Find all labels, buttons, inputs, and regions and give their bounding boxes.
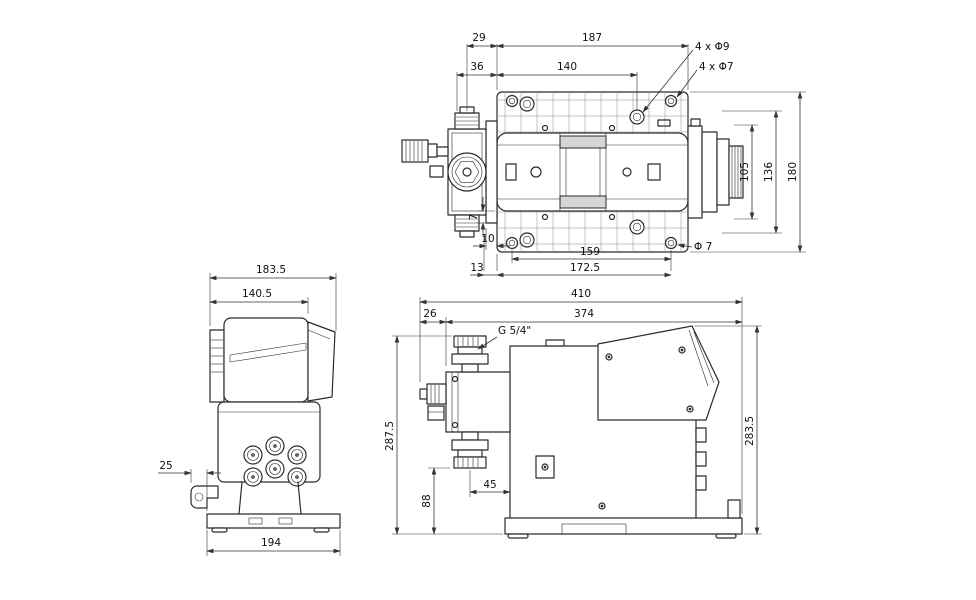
dim-label-136: 136 <box>763 162 775 182</box>
callout-label-4x-phi7: 4 x Φ7 <box>699 61 734 73</box>
dim-label-180: 180 <box>787 162 799 182</box>
dim-183-5: 183.5 <box>209 264 337 331</box>
dim-172-5: 172.5 <box>496 262 672 278</box>
mounting-holes <box>505 94 678 250</box>
dim-187: 187 <box>496 32 689 90</box>
gland-front <box>209 329 225 403</box>
dim-label-26: 26 <box>423 308 437 320</box>
dim-label-140: 140 <box>557 61 577 73</box>
base-side <box>504 499 743 539</box>
front-view: 183.5 140.5 25 194 <box>158 264 341 556</box>
dim-7: 7 <box>468 197 495 237</box>
dim-29: 29 <box>466 32 498 111</box>
dim-180: 180 <box>690 91 806 253</box>
dim-105: 105 <box>734 124 758 220</box>
dim-label-140-5: 140.5 <box>242 288 272 300</box>
callout-label-thread: G 5/4" <box>498 325 531 337</box>
dim-25: 25 <box>158 460 221 511</box>
dim-label-410: 410 <box>571 288 591 300</box>
dim-label-10: 10 <box>481 233 494 245</box>
pump-body-front <box>217 401 321 487</box>
dim-13: 13 <box>470 236 498 278</box>
top-view: 29 187 36 140 4 x Φ9 4 x Φ7 <box>401 32 806 278</box>
dim-136: 136 <box>722 110 782 234</box>
dim-label-287-5: 287.5 <box>384 421 396 451</box>
dim-label-7: 7 <box>468 214 480 221</box>
dim-45: 45 <box>469 434 511 497</box>
dim-label-194: 194 <box>261 537 281 549</box>
dim-label-187: 187 <box>582 32 602 44</box>
wall-bracket-front <box>190 485 219 509</box>
dim-410: 410 <box>419 288 743 514</box>
dim-26: 26 <box>419 308 447 366</box>
dim-label-283-5: 283.5 <box>744 416 756 446</box>
dim-label-105: 105 <box>739 162 751 182</box>
dim-label-88: 88 <box>421 494 433 507</box>
side-view: 410 26 374 G 5/4" 287.5 88 <box>384 288 762 539</box>
dim-194: 194 <box>206 530 341 556</box>
callout-4x-phi7: 4 x Φ7 <box>676 61 734 98</box>
callout-dia7: Φ 7 <box>677 241 712 253</box>
suction-valve-side <box>451 431 489 469</box>
dim-label-159: 159 <box>580 246 600 258</box>
dim-label-13: 13 <box>470 262 483 274</box>
callout-4x-phi9: 4 x Φ9 <box>642 41 730 113</box>
dim-140: 140 <box>496 61 638 109</box>
dim-159: 159 <box>511 246 672 271</box>
control-unit-front <box>223 317 336 403</box>
dim-label-45: 45 <box>483 479 496 491</box>
dim-36: 36 <box>456 61 498 111</box>
callout-label-4x-phi9: 4 x Φ9 <box>695 41 730 53</box>
dim-374: 374 <box>445 308 743 325</box>
motor-top <box>687 118 744 219</box>
dim-140-5: 140.5 <box>209 288 309 314</box>
dosing-head-side <box>419 371 511 433</box>
discharge-valve-side <box>451 335 489 373</box>
callout-thread: G 5/4" <box>477 325 531 350</box>
dim-label-374: 374 <box>574 308 594 320</box>
dim-label-36: 36 <box>470 61 484 73</box>
dim-label-29: 29 <box>472 32 485 44</box>
pump-body-top <box>496 124 689 221</box>
dim-label-25: 25 <box>159 460 172 472</box>
dim-88: 88 <box>421 467 450 535</box>
base-front <box>206 481 341 533</box>
dosing-head-top <box>401 106 498 238</box>
dim-283-5: 283.5 <box>694 325 762 535</box>
dim-label-183-5: 183.5 <box>256 264 286 276</box>
dim-label-172-5: 172.5 <box>570 262 600 274</box>
motor-housing-side <box>509 325 720 521</box>
dim-287-5: 287.5 <box>384 335 503 535</box>
callout-label-dia7: Φ 7 <box>694 241 712 253</box>
